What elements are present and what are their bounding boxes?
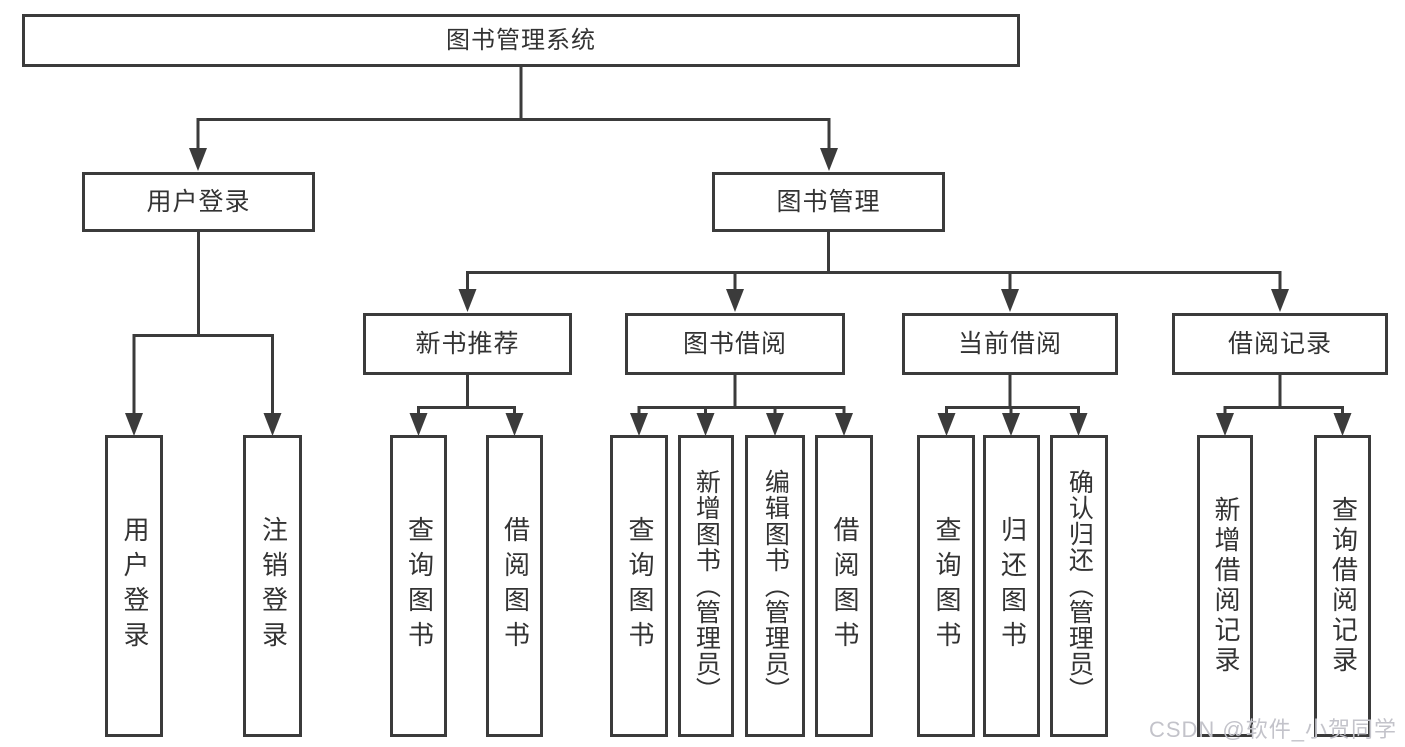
node-borrowing-records: 借阅记录	[1172, 313, 1388, 375]
node-root: 图书管理系统	[22, 14, 1020, 67]
node-user-login: 用户登录	[82, 172, 315, 232]
connector-borrow-to-leaves	[637, 374, 846, 417]
connector-new-book-to-leaves	[417, 374, 516, 417]
leaf-add-borrow-record: 新增借阅记录	[1197, 435, 1253, 737]
node-current-borrowing: 当前借阅	[902, 313, 1118, 375]
connector-user-login-to-leaves	[132, 231, 274, 417]
leaf-return-books: 归还图书	[983, 435, 1040, 737]
leaf-query-borrow-record: 查询借阅记录	[1314, 435, 1371, 737]
connector-lines	[132, 67, 1344, 417]
connector-arrowheads	[125, 148, 1352, 436]
node-new-book-recommendation: 新书推荐	[363, 313, 572, 375]
leaf-user-login: 用户登录	[105, 435, 163, 737]
connector-root-to-level2	[196, 67, 831, 152]
leaf-add-book-admin: 新增图书（管理员）	[678, 435, 734, 737]
connector-book-mgmt-to-level3	[466, 231, 1282, 293]
connector-records-to-leaves	[1223, 374, 1344, 417]
node-book-management: 图书管理	[712, 172, 945, 232]
node-book-borrowing: 图书借阅	[625, 313, 845, 375]
leaf-borrow-books-borrow: 借阅图书	[815, 435, 873, 737]
leaf-query-books-borrow: 查询图书	[610, 435, 668, 737]
leaf-edit-book-admin: 编辑图书（管理员）	[745, 435, 805, 737]
connector-current-to-leaves	[945, 374, 1080, 417]
leaf-query-books-current: 查询图书	[917, 435, 975, 737]
leaf-borrow-books-newbook: 借阅图书	[486, 435, 543, 737]
csdn-watermark: CSDN @软件_小贺同学	[1148, 717, 1397, 742]
leaf-confirm-return-admin: 确认归还（管理员）	[1050, 435, 1108, 737]
leaf-logout: 注销登录	[243, 435, 302, 737]
leaf-query-books-newbook: 查询图书	[390, 435, 447, 737]
